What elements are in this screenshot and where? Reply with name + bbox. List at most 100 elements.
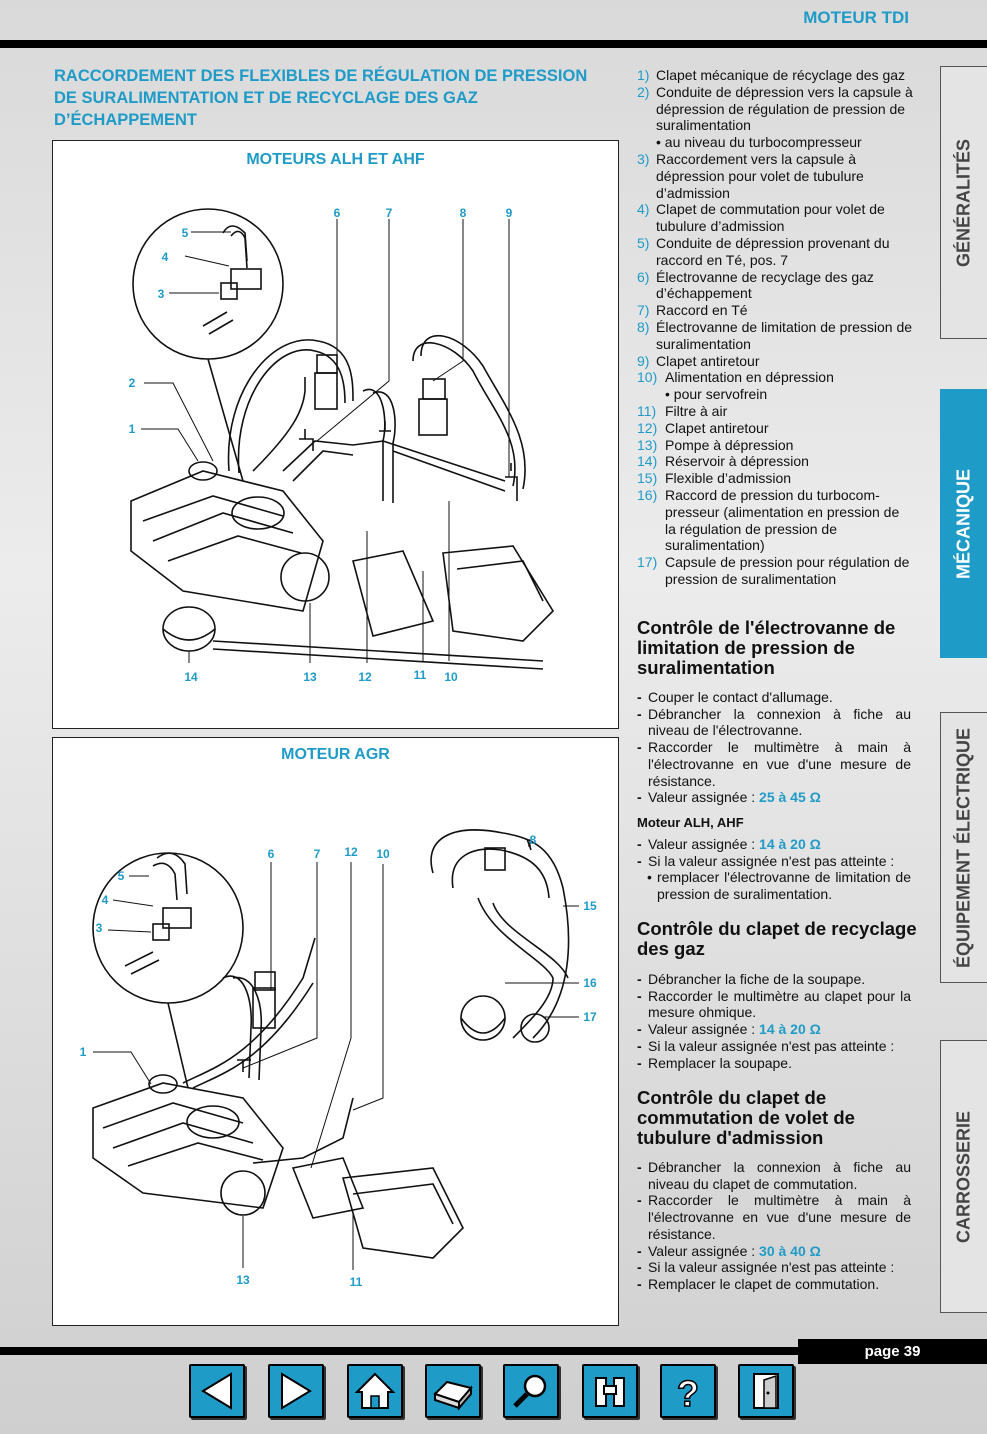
section-heading-electrovanne: Contrôle de l'électrovanne de limitation… [637, 617, 896, 678]
bottom-bar [0, 1347, 987, 1355]
exit-button[interactable] [738, 1364, 794, 1418]
figure-title: MOTEUR AGR [281, 746, 390, 763]
callout-15: 15 [583, 899, 597, 913]
engine-diagram-alh: 6 7 8 9 5 4 3 2 1 14 13 12 11 10 [129, 206, 555, 684]
callout-5: 5 [182, 226, 189, 240]
svg-text:?: ? [677, 1373, 699, 1414]
tab-equipement-electrique[interactable]: ÉQUIPEMENT ÉLECTRIQUE [940, 712, 987, 983]
callout-4: 4 [102, 893, 109, 907]
legend-item: 3)Raccordement vers la capsule à dépress… [637, 150, 864, 201]
callout-10: 10 [376, 847, 390, 861]
figure-agr: MOTEUR AGR [52, 737, 619, 1326]
callout-8: 8 [530, 833, 537, 847]
procedure-step: -Raccorder le multimètre au clapet pour … [637, 987, 911, 1021]
section-heading-clapet-commutation: Contrôle du clapet de commutation de vol… [637, 1087, 855, 1148]
callout-12: 12 [358, 670, 372, 684]
procedure-step: -Valeur assignée : 14 à 20 Ω [637, 836, 821, 852]
callout-1: 1 [129, 422, 136, 436]
section-title: RACCORDEMENT DES FLEXIBLES DE RÉGULATION… [54, 67, 588, 129]
procedure-substep: •remplacer l'électrovanne de limitation … [647, 869, 911, 903]
callout-6: 6 [334, 206, 341, 220]
print-button[interactable] [425, 1364, 481, 1418]
legend-item: 14)Réservoir à dépression [637, 453, 809, 470]
home-icon [354, 1372, 396, 1409]
callout-2: 2 [129, 376, 136, 390]
procedure-step: -Si la valeur assignée n'est pas atteint… [637, 1259, 895, 1276]
procedure-list: -Débrancher la connexion à fiche au nive… [637, 1159, 911, 1293]
tab-mecanique[interactable]: MÉCANIQUE [940, 389, 987, 658]
callout-7: 7 [386, 206, 393, 220]
procedure-step: -Couper le contact d'allumage. [637, 689, 833, 705]
legend-list: 1)Clapet mécanique de récyclage des gaz … [637, 67, 913, 588]
legend-item: 16)Raccord de pression du turbocom-press… [637, 486, 900, 554]
procedure-step: -Valeur assignée : 25 à 45 Ω [637, 789, 821, 806]
previous-button[interactable] [189, 1364, 245, 1418]
header-title: MOTEUR TDI [803, 8, 909, 27]
legend-item: 5)Conduite de dépression provenant du ra… [637, 234, 890, 268]
callout-11: 11 [414, 668, 427, 682]
procedure-step: -Débrancher la fiche de la soupape. [637, 971, 866, 987]
procedure-step: -Si la valeur assignée n'est pas atteint… [637, 852, 895, 869]
binoculars-icon [595, 1377, 625, 1407]
callout-14: 14 [184, 670, 198, 684]
legend-item: 10)Alimentation en dépression• pour serv… [637, 369, 834, 403]
procedure-step: -Débrancher la connexion à fiche au nive… [637, 705, 911, 739]
legend-item: 4)Clapet de commutation pour volet de tu… [637, 201, 885, 235]
next-button[interactable] [268, 1364, 324, 1418]
legend-item: 2)Conduite de dépression vers la capsule… [637, 83, 913, 151]
procedure-step: -Valeur assignée : 14 à 20 Ω [637, 1021, 821, 1038]
callout-8: 8 [460, 206, 467, 220]
legend-item: 6)Électrovanne de recyclage des gaz d’éc… [637, 268, 874, 302]
procedure-step: -Valeur assignée : 30 à 40 Ω [637, 1242, 821, 1259]
callout-17: 17 [583, 1010, 597, 1024]
callout-11: 11 [350, 1275, 363, 1289]
find-button[interactable] [582, 1364, 638, 1418]
page-number: page 39 [798, 1339, 987, 1364]
callout-3: 3 [96, 921, 103, 935]
callout-12: 12 [344, 845, 358, 859]
callout-9: 9 [506, 206, 513, 220]
legend-item: 11)Filtre à air [637, 402, 728, 419]
callout-13: 13 [236, 1273, 250, 1287]
search-button[interactable] [503, 1364, 559, 1418]
legend-item: 15)Flexible d’admission [637, 470, 792, 487]
help-icon: ? [676, 1372, 700, 1415]
callout-13: 13 [303, 670, 317, 684]
section-heading-clapet-recyclage: Contrôle du clapet de recyclage des gaz [637, 918, 917, 959]
engine-diagram-agr: 6 7 12 10 8 5 4 3 1 15 16 17 13 11 [80, 829, 597, 1289]
procedure-list: -Couper le contact d'allumage. -Débranch… [637, 689, 911, 806]
previous-icon [201, 1372, 232, 1410]
legend-item: 12)Clapet antiretour [637, 419, 769, 436]
legend-item: 9)Clapet antiretour [637, 352, 760, 369]
home-button[interactable] [347, 1364, 403, 1418]
help-button[interactable]: ? [660, 1364, 716, 1418]
callout-1: 1 [80, 1045, 87, 1059]
callout-16: 16 [583, 976, 597, 990]
legend-item: 1)Clapet mécanique de récyclage des gaz [637, 67, 906, 83]
tab-carrosserie[interactable]: CARROSSERIE [940, 1040, 987, 1313]
procedure-step: -Si la valeur assignée n'est pas atteint… [637, 1037, 895, 1054]
callout-5: 5 [118, 869, 125, 883]
print-icon [433, 1380, 473, 1411]
exit-icon [753, 1373, 779, 1409]
figure-alh-ahf: MOTEURS ALH ET AHF [52, 140, 619, 729]
procedure-step: -Raccorder le multimètre à main à l'élec… [637, 739, 911, 789]
tab-generalites[interactable]: GÉNÉRALITÉS [940, 66, 987, 339]
procedure-step: -Remplacer la soupape. [637, 1054, 792, 1071]
legend-item: 17)Capsule de pression pour régulation d… [637, 554, 910, 587]
procedure-step: -Raccorder le multimètre à main à l'élec… [637, 1192, 911, 1242]
engine-subheading: Moteur ALH, AHF [637, 815, 744, 830]
callout-6: 6 [268, 847, 275, 861]
callout-4: 4 [162, 250, 169, 264]
legend-item: 13)Pompe à dépression [637, 436, 794, 453]
next-icon [281, 1372, 312, 1410]
search-icon [513, 1374, 547, 1408]
legend-item: 7)Raccord en Té [637, 302, 748, 319]
procedure-list: -Valeur assignée : 14 à 20 Ω -Si la vale… [637, 836, 911, 903]
procedure-list: -Débrancher la fiche de la soupape. -Rac… [637, 971, 911, 1071]
procedure-step: -Débrancher la connexion à fiche au nive… [637, 1159, 911, 1192]
callout-10: 10 [444, 670, 458, 684]
figure-title: MOTEURS ALH ET AHF [246, 151, 425, 168]
callout-3: 3 [158, 287, 165, 301]
callout-7: 7 [314, 847, 321, 861]
